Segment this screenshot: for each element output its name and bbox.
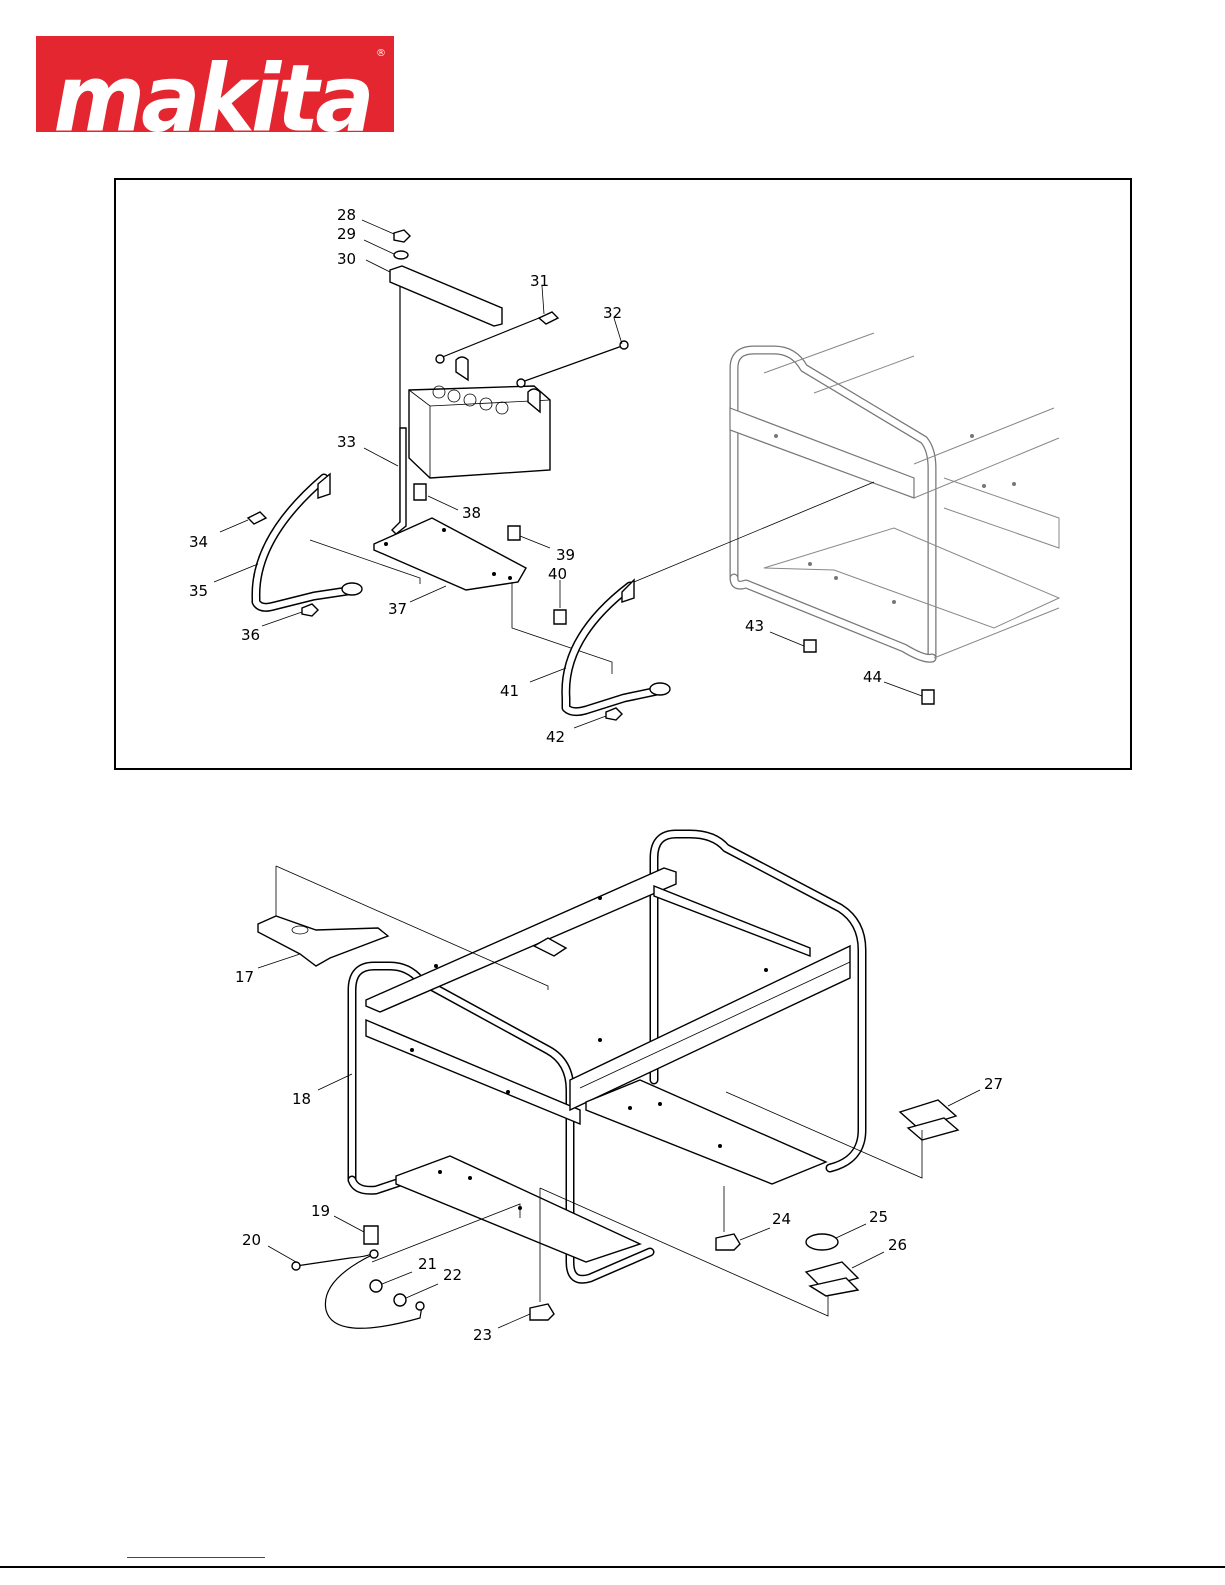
callout-19: 19: [311, 1202, 330, 1220]
callout-41: 41: [500, 682, 519, 700]
cable-32: [522, 346, 622, 382]
side-cross-member: [570, 946, 850, 1110]
callout-42: 42: [546, 728, 565, 746]
callout-31: 31: [530, 272, 549, 290]
callout-32: 32: [603, 304, 622, 322]
callout-43: 43: [745, 617, 764, 635]
footer-link[interactable]: [127, 1557, 265, 1558]
callout-44: 44: [863, 668, 882, 686]
callout-39: 39: [556, 546, 575, 564]
callout-27: 27: [984, 1075, 1003, 1093]
top-rail: [366, 868, 676, 1012]
callout-20: 20: [242, 1231, 261, 1249]
logo-wordmark: makita: [53, 46, 370, 132]
nut-22: [394, 1294, 406, 1306]
callout-24: 24: [772, 1210, 791, 1228]
callout-23: 23: [473, 1326, 492, 1344]
foot-23: [530, 1304, 554, 1320]
callout-35: 35: [189, 582, 208, 600]
washer-25: [806, 1234, 838, 1250]
bolt-34: [248, 512, 266, 524]
nut-28: [394, 230, 410, 242]
makita-logo: makita ®: [36, 36, 394, 132]
nut-36: [302, 604, 318, 616]
registered-mark: ®: [376, 48, 386, 59]
bolt-43: [804, 640, 816, 652]
battery-assembly-diagram: 28 29 30 31 32 33 34 35 36 37 38 39 40 4…: [114, 178, 1132, 770]
footer-rule: [0, 1566, 1225, 1568]
washer-21: [370, 1280, 382, 1292]
floor-rail-right: [586, 1080, 826, 1184]
callout-36: 36: [241, 626, 260, 644]
callout-26: 26: [888, 1236, 907, 1254]
callout-33: 33: [337, 433, 356, 451]
callout-34: 34: [189, 533, 208, 551]
bolt-19: [364, 1226, 378, 1244]
frame-assembly-diagram: 17 18 19 20 21 22 23 24 25 26 27: [0, 800, 1225, 1380]
callout-18: 18: [292, 1090, 311, 1108]
washer-29: [394, 251, 408, 259]
foot-24: [716, 1234, 740, 1250]
callout-37: 37: [388, 600, 407, 618]
bolt-38: [414, 484, 426, 500]
floor-rail-left: [396, 1156, 640, 1262]
rear-cross-member: [654, 886, 810, 956]
callout-30: 30: [337, 250, 356, 268]
callout-28: 28: [337, 206, 356, 224]
mount-bracket-17: [258, 916, 388, 966]
front-cross-member: [366, 1020, 580, 1124]
callout-38: 38: [462, 504, 481, 522]
bolt-44: [922, 690, 934, 704]
callout-17: 17: [235, 968, 254, 986]
callout-22: 22: [443, 1266, 462, 1284]
battery: [409, 357, 550, 478]
callout-40: 40: [548, 565, 567, 583]
callout-25: 25: [869, 1208, 888, 1226]
bolt-40: [554, 610, 566, 624]
callout-29: 29: [337, 225, 356, 243]
battery-hold-bar: [390, 266, 502, 326]
hold-rod: [392, 428, 406, 534]
callout-21: 21: [418, 1255, 437, 1273]
bolt-39: [508, 526, 520, 540]
nut-42: [606, 708, 622, 720]
frame-reference: [730, 333, 1059, 658]
earth-cable-20: [296, 1252, 422, 1328]
